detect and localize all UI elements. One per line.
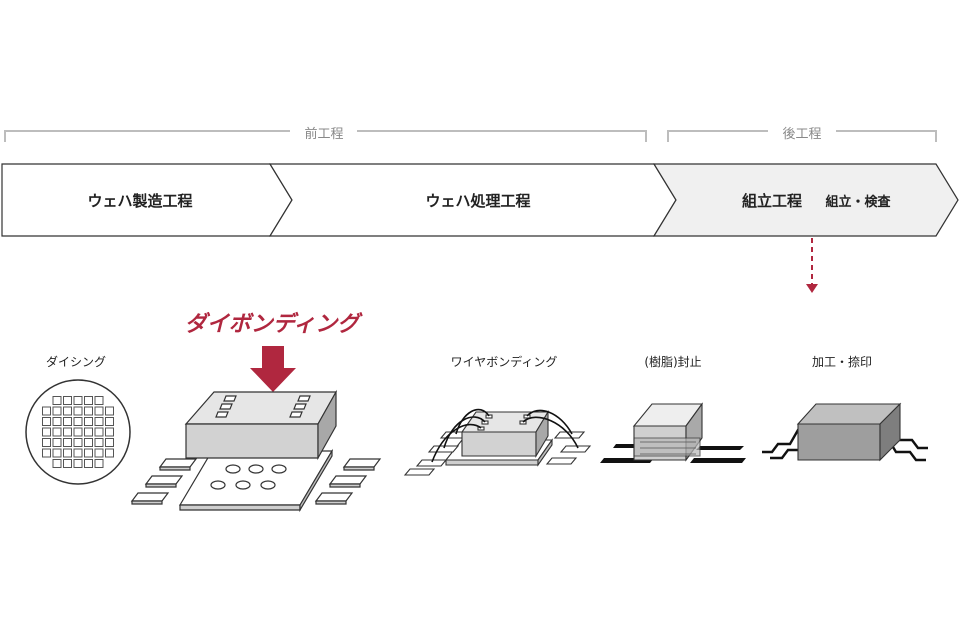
wafer-die	[105, 417, 114, 426]
wafer-die	[73, 459, 83, 468]
wafer-die	[73, 396, 83, 405]
marking-illustration	[762, 402, 928, 462]
wafer-die	[84, 459, 93, 468]
wafer-die	[52, 438, 62, 447]
wafer-die	[84, 448, 93, 458]
wafer-die	[42, 427, 51, 437]
encapsulation-illustration	[600, 402, 746, 463]
wafer-die	[84, 406, 93, 416]
wafer-illustration	[25, 379, 131, 485]
wafer-die	[105, 406, 114, 416]
wafer-die	[94, 417, 104, 426]
wafer-die	[42, 438, 51, 447]
wafer-die	[52, 406, 62, 416]
wafer-die	[73, 406, 83, 416]
wafer-die	[105, 427, 114, 437]
back-phase-label: 後工程	[782, 127, 821, 142]
wafer-die	[52, 417, 62, 426]
die-bonding-illustration	[130, 389, 382, 513]
wafer-die	[73, 448, 83, 458]
wafer-die	[63, 448, 72, 458]
wafer-die	[42, 448, 51, 458]
wafer-die	[105, 448, 114, 458]
wafer-die	[73, 438, 83, 447]
front-phase-bracket	[4, 130, 647, 142]
stage-label-encapsulation: (樹脂)封止	[644, 354, 701, 369]
wafer-die	[84, 417, 93, 426]
wafer-die	[84, 427, 93, 437]
wafer-die	[63, 459, 72, 468]
wafer-die	[73, 417, 83, 426]
step-label-assembly: 組立工程	[742, 192, 802, 210]
wafer-die	[94, 438, 104, 447]
stage-label-marking: 加工・捺印	[812, 355, 872, 369]
wafer-die	[94, 459, 104, 468]
die-bonding-title: ダイボンディング	[185, 311, 363, 337]
wafer-die	[63, 427, 72, 437]
step-sublabel-assembly-inspection: 組立・検査	[825, 194, 891, 210]
wafer-die	[94, 427, 104, 437]
front-phase-label: 前工程	[304, 126, 343, 142]
step-label-wafer-manufacturing: ウェハ製造工程	[87, 192, 192, 210]
wafer-die	[94, 396, 104, 405]
wafer-die	[94, 406, 104, 416]
wafer-die	[63, 406, 72, 416]
wafer-die	[52, 427, 62, 437]
wafer-die	[52, 396, 62, 405]
stage-label-dicing: ダイシング	[46, 354, 106, 369]
wafer-die	[63, 396, 72, 405]
wafer-die	[94, 448, 104, 458]
wafer-die	[84, 438, 93, 447]
wafer-die	[52, 448, 62, 458]
wafer-die	[73, 427, 83, 437]
wafer-die	[42, 406, 51, 416]
back-phase-bracket	[667, 130, 937, 142]
stage-label-wire-bonding: ワイヤボンディング	[451, 354, 558, 369]
wafer-die	[63, 438, 72, 447]
wafer-die	[84, 396, 93, 405]
step-label-wafer-processing: ウェハ処理工程	[425, 192, 530, 210]
wafer-die	[63, 417, 72, 426]
chevron-step-assembly	[652, 163, 959, 237]
wafer-die	[52, 459, 62, 468]
wafer-die	[42, 417, 51, 426]
big-red-down-arrow-icon	[250, 346, 296, 392]
wafer-die	[105, 438, 114, 447]
wire-bonding-illustration	[403, 408, 592, 476]
dashed-down-arrow-icon	[806, 238, 818, 293]
process-flow	[1, 163, 959, 237]
